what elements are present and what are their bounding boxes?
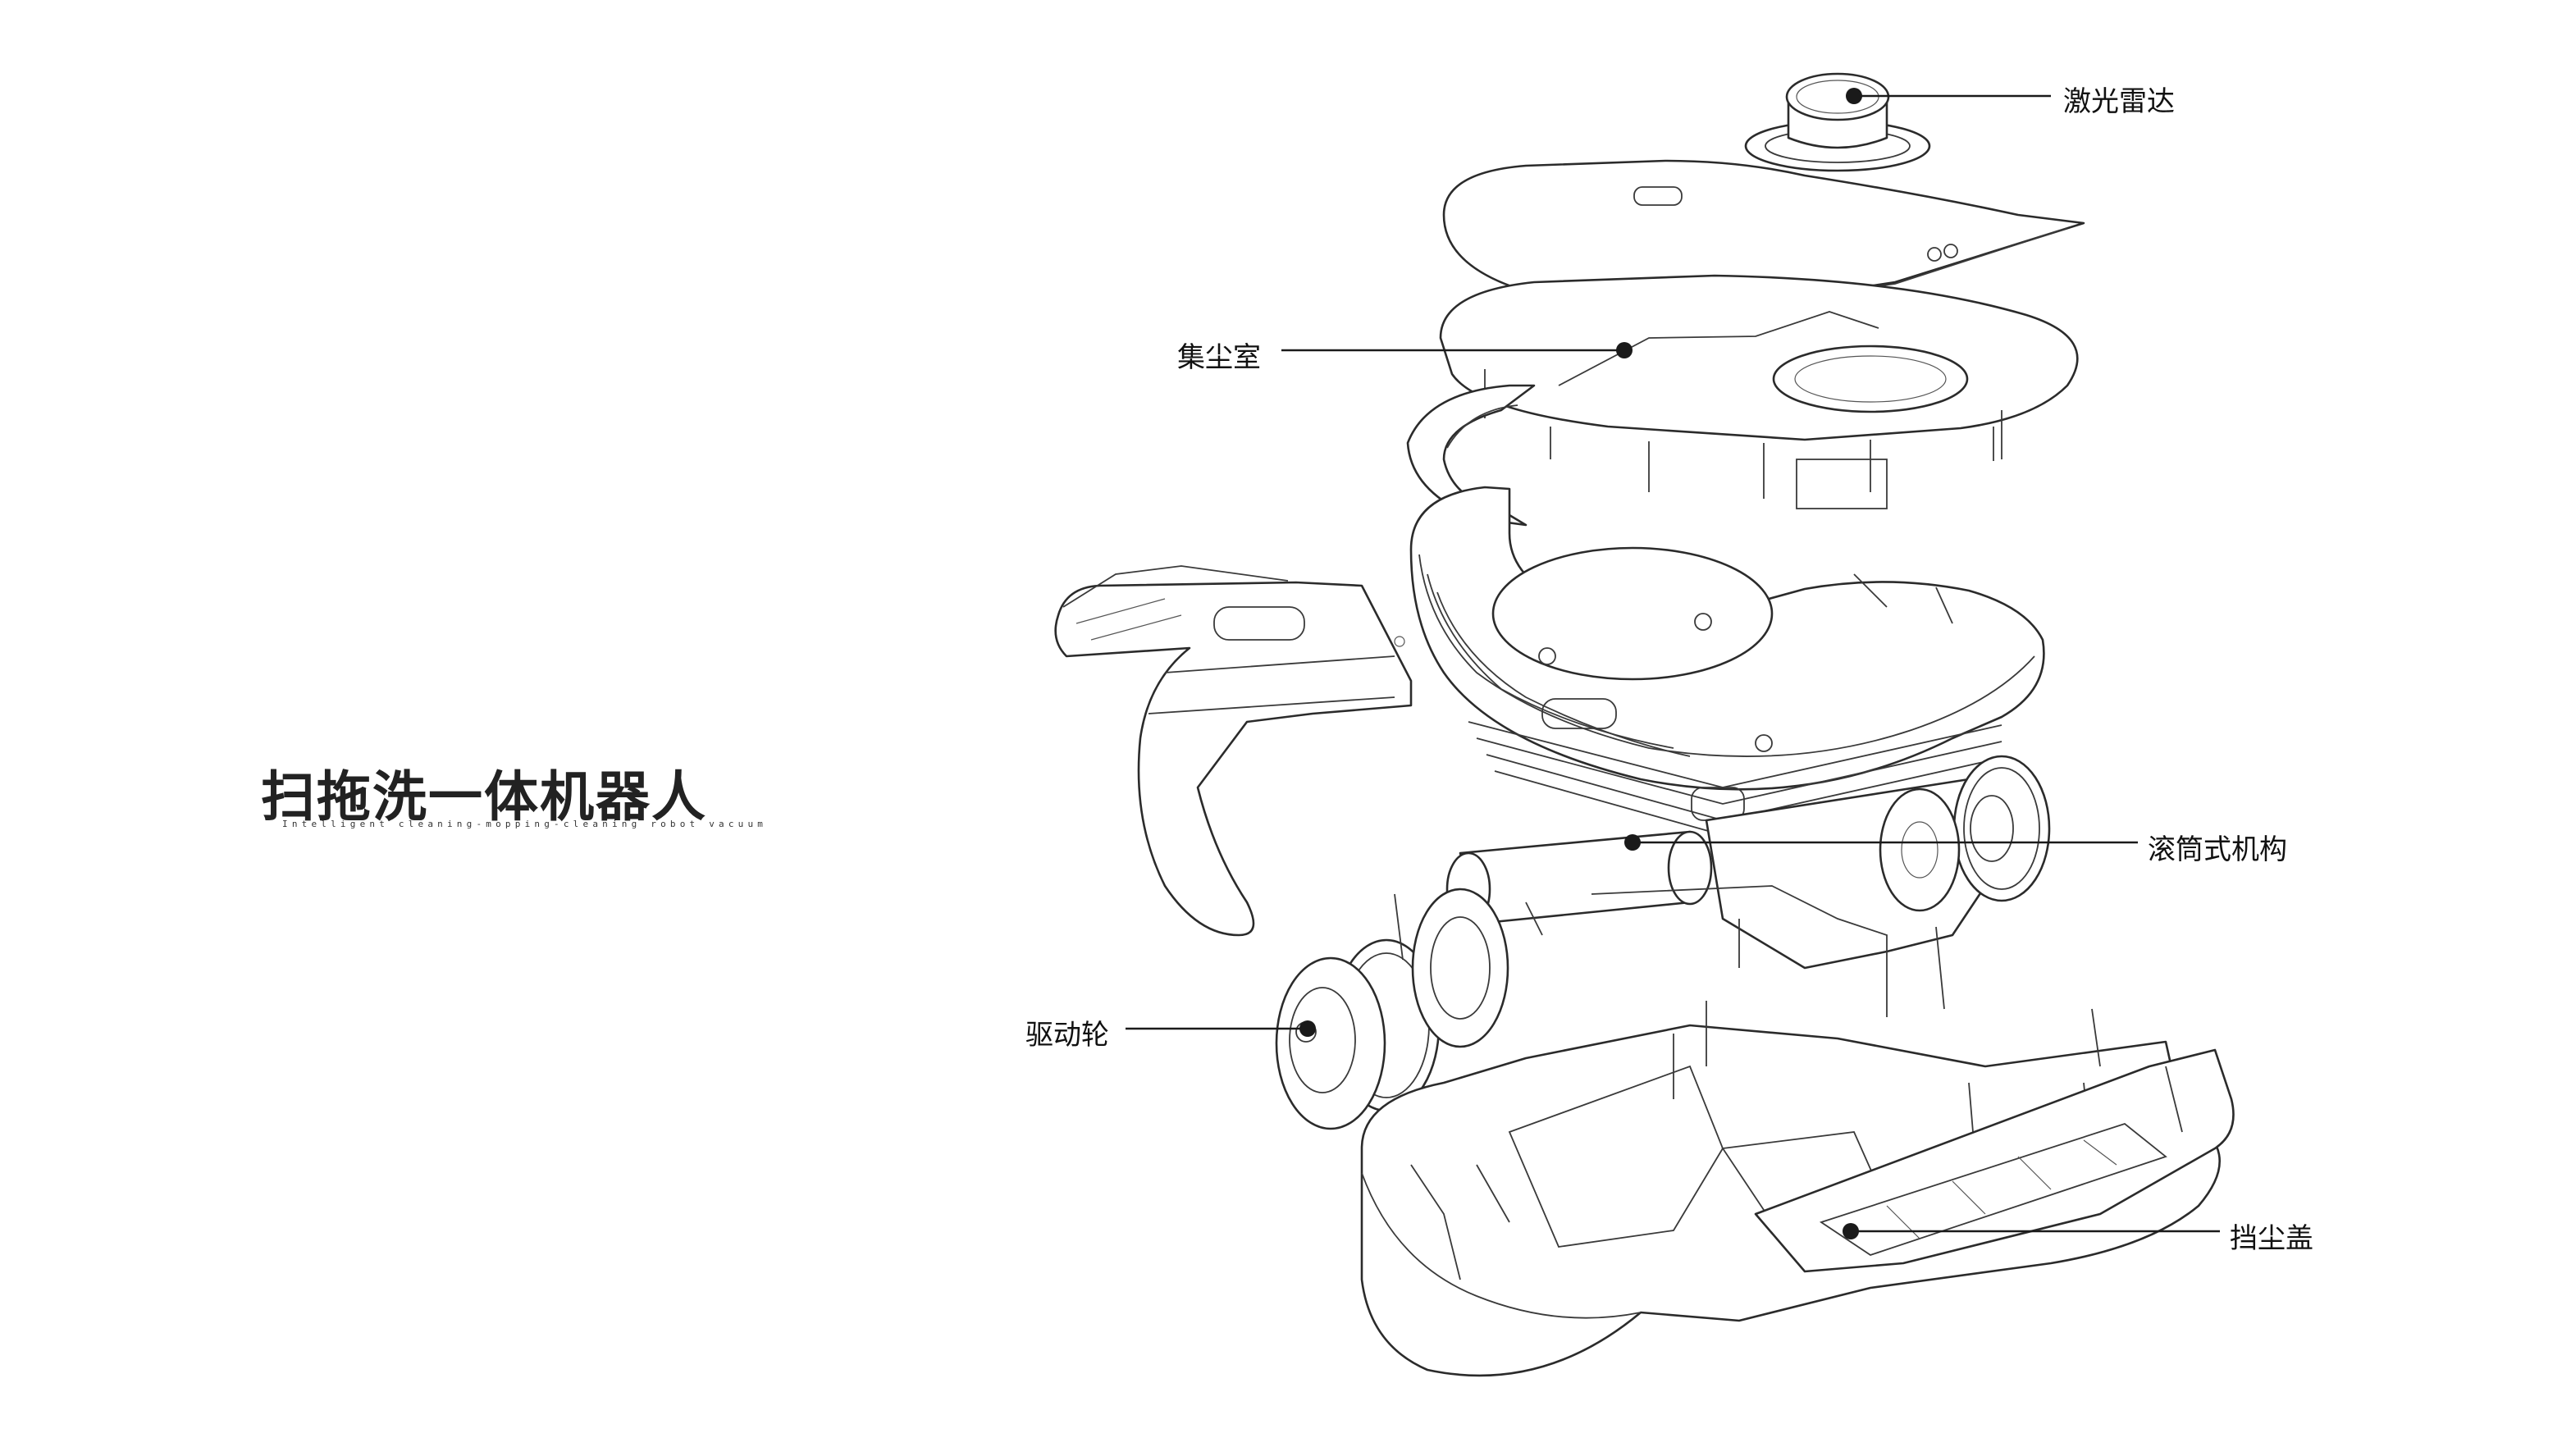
lidar-part <box>1744 72 1931 172</box>
main-shell-part <box>1409 486 2045 836</box>
dust-chamber-frame-part <box>1439 274 2079 509</box>
drive-wheel-left-part <box>1275 888 1543 1130</box>
page-subtitle: Intelligent cleaning-mopping-cleaning ro… <box>282 819 768 829</box>
dust-cover-part <box>1754 1008 2235 1273</box>
callout-dust-chamber: 集尘室 <box>1177 341 1261 374</box>
page-title: 扫拖洗一体机器人 <box>261 765 707 828</box>
side-bumper-part <box>1054 565 1413 937</box>
callout-drive-wheel: 驱动轮 <box>1025 1019 1109 1052</box>
callout-dust-cover: 挡尘盖 <box>2230 1222 2313 1255</box>
callout-roller-mechanism: 滚筒式机构 <box>2148 833 2287 866</box>
drive-wheel-right-part <box>1879 755 2051 912</box>
leader-lines <box>1126 88 2220 1239</box>
callout-lidar: 激光雷达 <box>2063 85 2175 118</box>
